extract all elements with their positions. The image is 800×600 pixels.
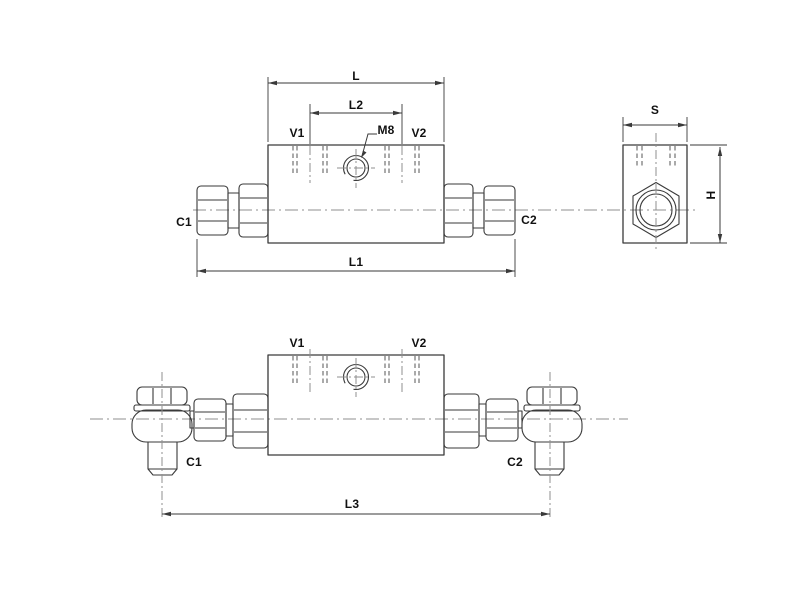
thread-callout-m8: M8 (377, 123, 395, 137)
dim-label-L1: L1 (348, 255, 364, 269)
port-label-v1-front: V1 (289, 126, 305, 140)
dimension-L3 (162, 511, 550, 517)
bottom-view (90, 349, 628, 519)
port-label-v2-bottom: V2 (411, 336, 427, 350)
connection-label-c1-front: C1 (176, 215, 192, 229)
port-v2-bottom (384, 349, 420, 392)
front-view (196, 77, 516, 277)
dim-label-H: H (704, 190, 718, 200)
connection-label-c2-front: C2 (521, 213, 537, 227)
dimension-L2 (309, 104, 403, 144)
right-elbow-fitting (443, 372, 583, 519)
dimension-L (267, 77, 445, 142)
side-view (622, 117, 727, 250)
dimension-H (690, 144, 727, 244)
front-right-fitting (443, 183, 516, 238)
valve-body-front (267, 144, 445, 244)
valve-body-side (622, 144, 688, 244)
port-label-v2-front: V2 (411, 126, 427, 140)
dim-label-L2: L2 (348, 98, 364, 112)
m8-hole-front (337, 133, 377, 188)
port-v1-bottom (292, 349, 328, 392)
dim-label-L: L (352, 69, 360, 83)
connection-label-c2-bottom: C2 (507, 455, 523, 469)
port-v2-front (384, 146, 420, 183)
m8-leader-line (361, 133, 377, 157)
m8-leader-arrow (361, 150, 367, 158)
m8-hole-bottom (337, 358, 375, 397)
dim-label-S: S (650, 103, 660, 117)
m8-hole-side-threads (636, 146, 676, 167)
port-v1-front (292, 146, 328, 183)
dimension-L1 (196, 239, 516, 277)
connection-label-c1-bottom: C1 (186, 455, 202, 469)
dim-label-L3: L3 (344, 497, 360, 511)
front-left-fitting (196, 183, 269, 238)
port-label-v1-bottom: V1 (289, 336, 305, 350)
dimension-S (622, 117, 688, 142)
left-elbow-fitting (131, 372, 269, 519)
